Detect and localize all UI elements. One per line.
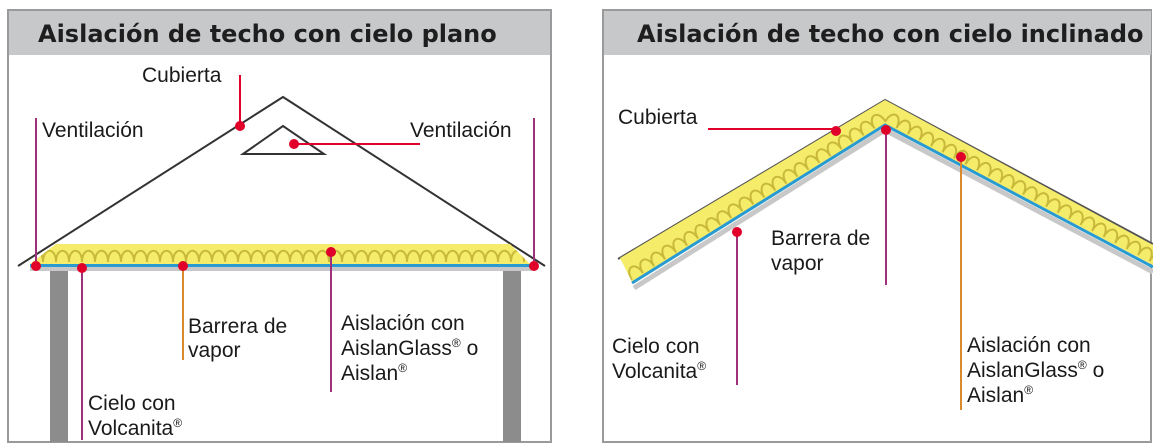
label-aislacion-left-3: Aislan® xyxy=(341,361,407,385)
leader-dot-vent-right xyxy=(529,261,539,271)
left-panel-title: Aislación de techo con cielo plano xyxy=(38,20,497,48)
label-cielo-right-2: Volcanita® xyxy=(612,359,706,383)
right-title-bar xyxy=(604,11,1151,55)
leader-dot-aislacion-right xyxy=(956,152,966,162)
leader-dot-cielo-right xyxy=(732,227,742,237)
left-roof-outline xyxy=(17,95,546,267)
left-attic-vent xyxy=(239,124,328,155)
label-barrera-right-1: Barrera de xyxy=(771,227,870,250)
right-vapor-barrier xyxy=(631,123,1153,285)
left-vapor-barrier xyxy=(30,264,532,267)
label-barrera-left-2: vapor xyxy=(188,339,241,362)
leader-dot-vent-inner xyxy=(289,139,299,149)
right-insulation-texture xyxy=(628,113,1153,281)
leader-dot-vent-left xyxy=(31,261,41,271)
leader-dot-aislacion-left xyxy=(326,247,336,257)
panel-left: Aislación de techo con cielo plano xyxy=(7,9,552,443)
label-cielo-left-2: Volcanita® xyxy=(88,416,182,440)
left-wall-left xyxy=(50,270,68,442)
left-insulation xyxy=(30,244,530,264)
left-panel-border xyxy=(7,9,552,443)
leader-dot-cubierta-right xyxy=(831,126,841,136)
right-insulation xyxy=(620,100,1153,282)
label-aislacion-right-3: Aislan® xyxy=(967,383,1033,407)
label-barrera-right-2: vapor xyxy=(771,252,824,275)
right-panel-title: Aislación de techo con cielo inclinado xyxy=(637,20,1144,48)
leader-dot-barrera-left xyxy=(178,261,188,271)
leader-dot-barrera-right xyxy=(881,125,891,135)
label-cielo-left-1: Cielo con xyxy=(88,392,176,415)
label-aislacion-left-1: Aislación con xyxy=(341,312,465,335)
label-aislacion-right-1: Aislación con xyxy=(967,334,1091,357)
label-ventilacion-left: Ventilación xyxy=(42,119,144,142)
label-ventilacion-right: Ventilación xyxy=(410,119,512,142)
label-cubierta-left: Cubierta xyxy=(142,64,222,87)
leader-dot-cubierta xyxy=(235,121,245,131)
label-cubierta-right: Cubierta xyxy=(618,106,698,129)
left-wall-right xyxy=(503,270,521,442)
label-aislacion-left-2: AislanGlass® o xyxy=(341,336,478,360)
left-ceiling-board xyxy=(30,266,532,271)
label-cielo-right-1: Cielo con xyxy=(612,335,700,358)
label-aislacion-right-2: AislanGlass® o xyxy=(967,358,1104,382)
leader-dot-cielo-left xyxy=(77,263,87,273)
panel-right: Aislación de techo con cielo inclinado C… xyxy=(602,9,1153,443)
label-barrera-left-1: Barrera de xyxy=(188,315,287,338)
left-title-bar xyxy=(9,11,550,55)
